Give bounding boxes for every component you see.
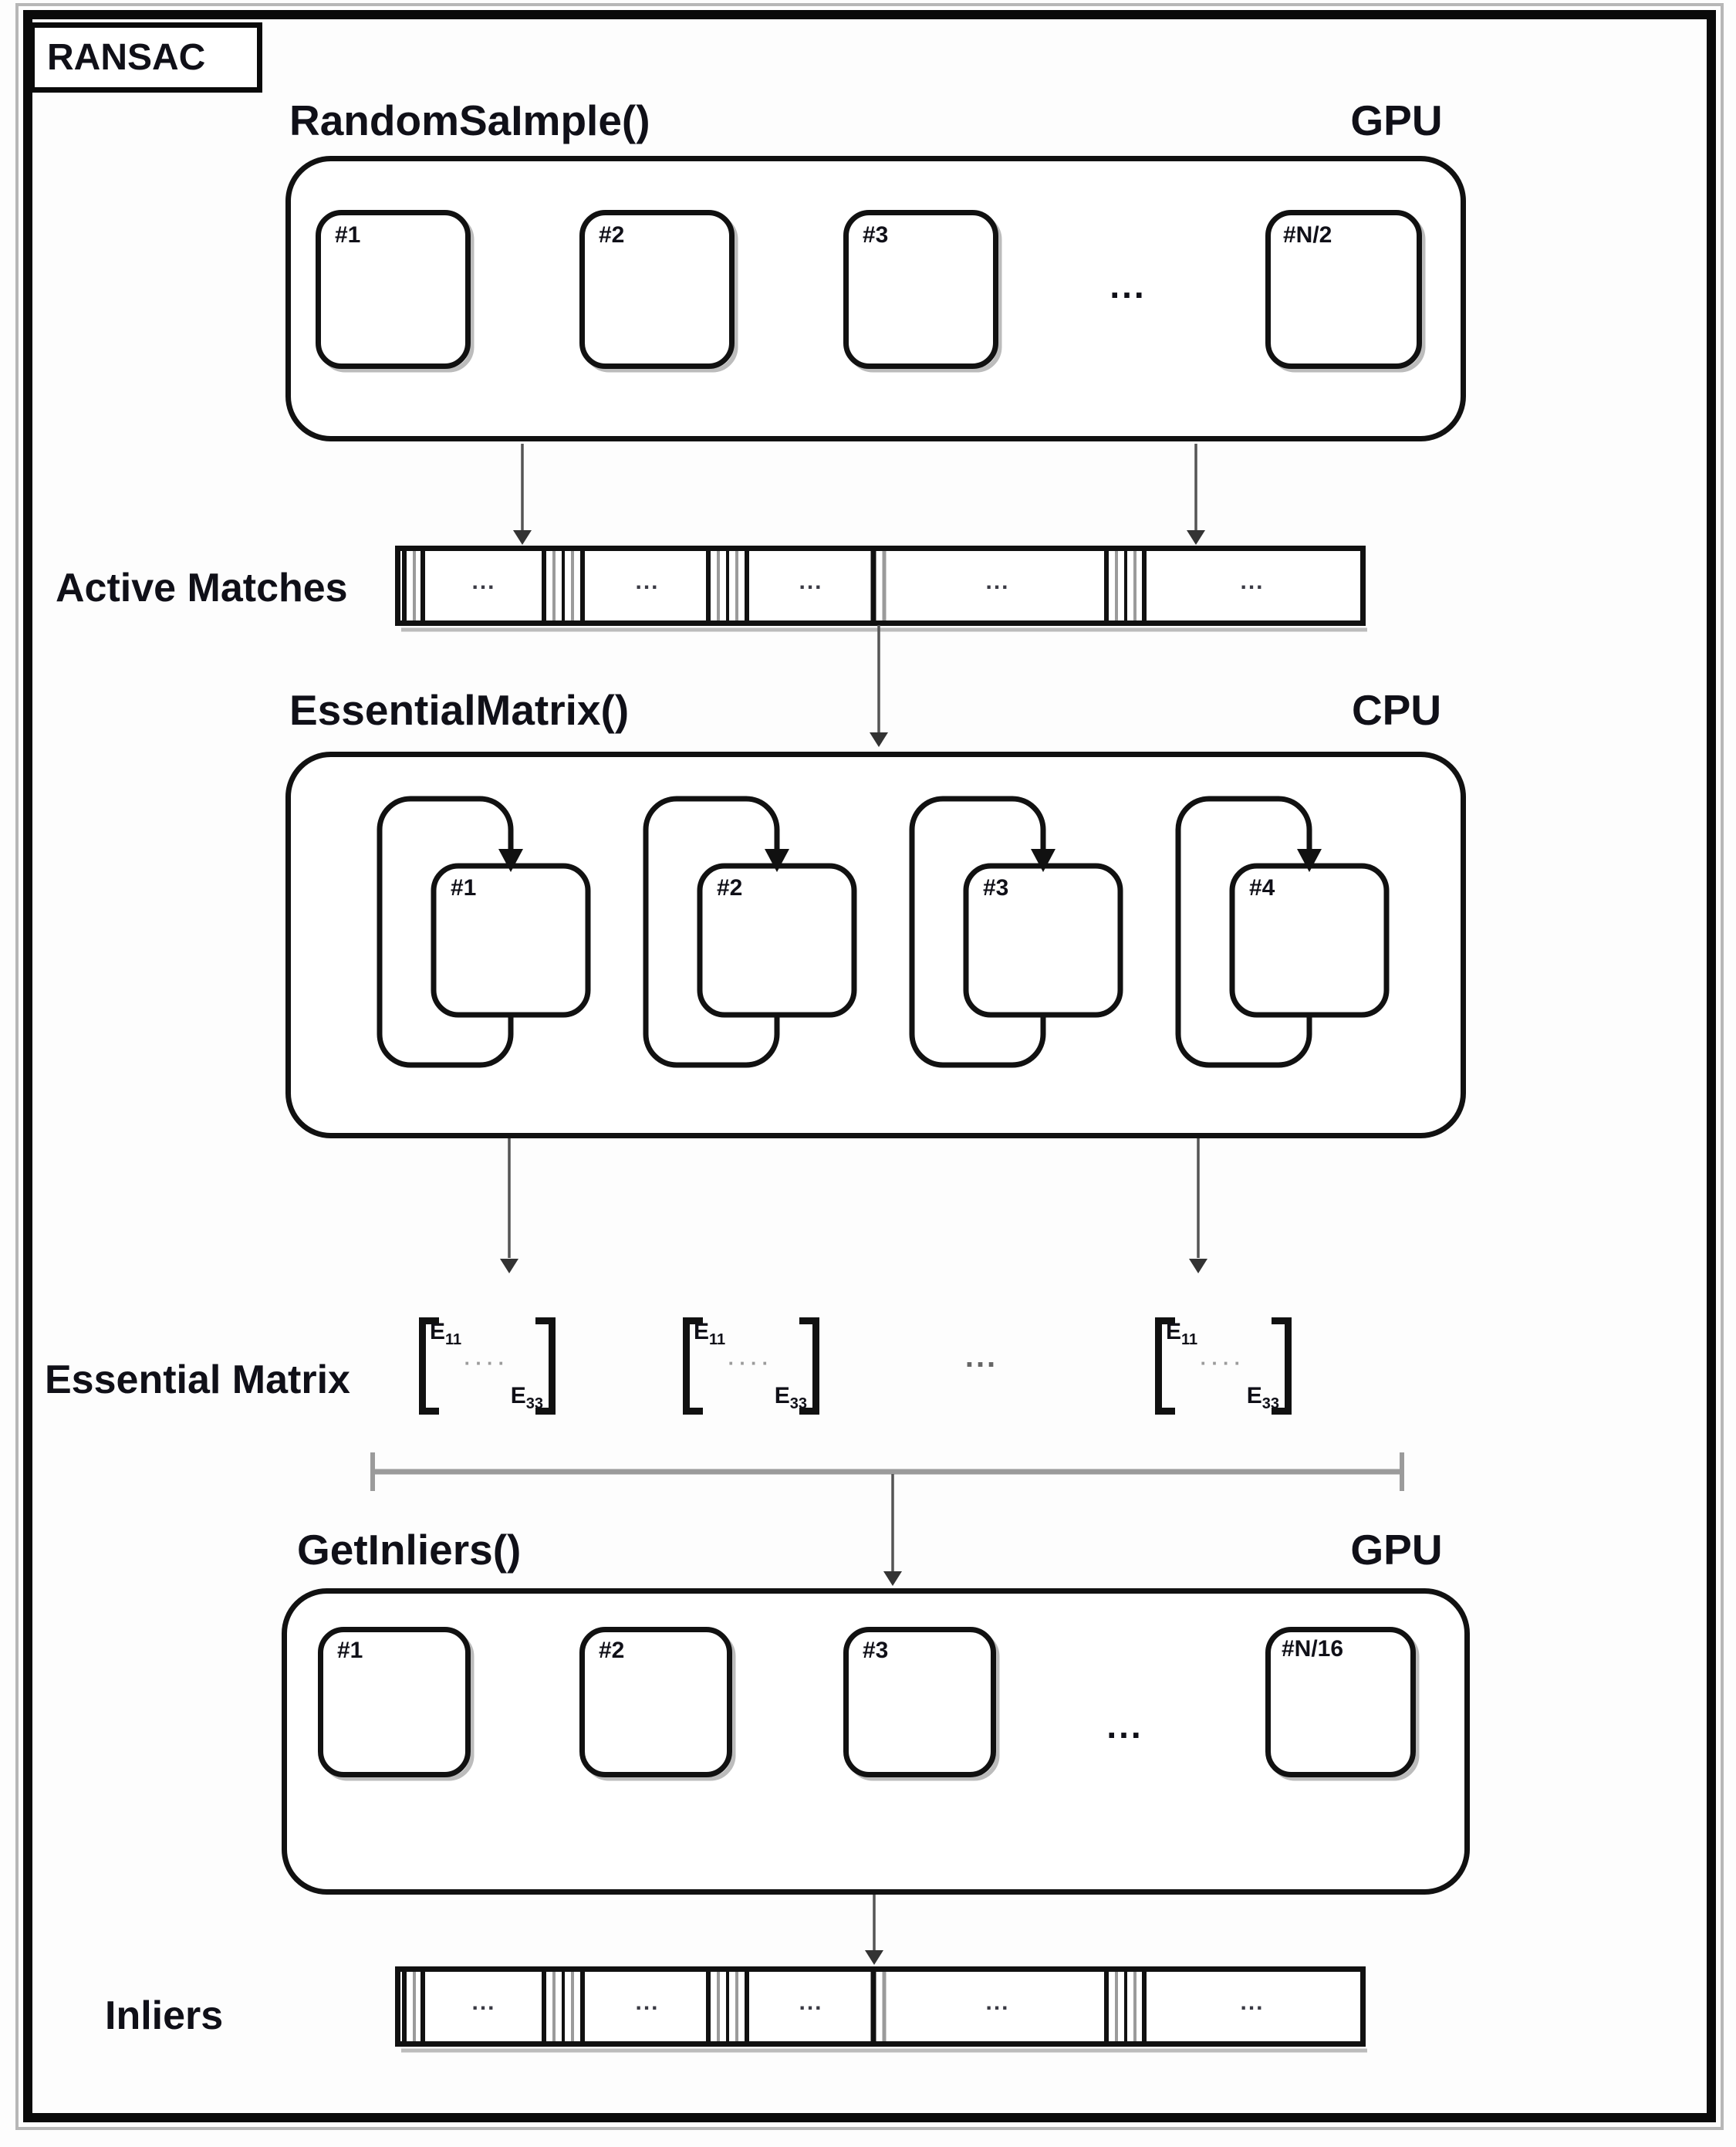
- bracket-right-icon: [799, 1317, 819, 1415]
- bar-cell: ...: [1240, 569, 1265, 594]
- bar-cell: ...: [799, 569, 823, 594]
- loop-label: #2: [717, 875, 743, 901]
- active-matches-label: Active Matches: [56, 566, 348, 610]
- random-sample-proc-label: GPU: [1350, 96, 1443, 144]
- block-3: [843, 210, 998, 369]
- essential-matrix-3: E11 ···· E33: [1155, 1317, 1292, 1415]
- essential-matrix-fn-label: EssentialMatrix(): [289, 686, 630, 734]
- block-1: [318, 1627, 471, 1777]
- essential-frame: [285, 752, 1466, 1138]
- essential-matrix-proc-label: CPU: [1351, 686, 1442, 734]
- bracket-right-icon: [535, 1317, 556, 1415]
- bracket-right-icon: [1272, 1317, 1292, 1415]
- block-label: #2: [599, 1638, 625, 1663]
- loop-label: #3: [983, 875, 1009, 901]
- matrix-entry-top: E11: [430, 1319, 462, 1348]
- arrow-getinliers-to-inliers: [865, 1895, 883, 1965]
- arrows-randomsample-to-matches: [513, 444, 1205, 545]
- bar-cell: ...: [985, 569, 1010, 594]
- active-matches-bar: [395, 546, 1367, 632]
- block-2: [579, 1627, 732, 1777]
- bar-cell: ...: [471, 569, 496, 594]
- essential-matrix-box: [285, 752, 1466, 1138]
- get-inliers-box: [282, 1588, 1470, 1895]
- random-sample-box: [285, 156, 1466, 441]
- matrix-entry-bottom: E33: [1246, 1383, 1279, 1412]
- essential-matrix-row-label: Essential Matrix: [45, 1358, 350, 1402]
- ellipsis: ...: [1106, 1706, 1143, 1746]
- bracket-left-icon: [1155, 1317, 1175, 1415]
- bar-frame: [395, 546, 1366, 626]
- block-label: #N/16: [1282, 1636, 1344, 1662]
- matrix-diagonal-dots: ····: [1200, 1351, 1246, 1374]
- diagram-title-box: RANSAC: [29, 22, 262, 93]
- inliers-label: Inliers: [105, 1993, 224, 2038]
- arrow-matches-to-essential: [870, 625, 888, 747]
- block-label: #2: [599, 222, 625, 248]
- get-inliers-fn-label: GetInliers(): [297, 1526, 522, 1574]
- block-n2: [1265, 210, 1422, 369]
- bar-cell: ...: [471, 1990, 496, 2015]
- matrix-entry-top: E11: [1166, 1319, 1198, 1348]
- block-n16: [1265, 1627, 1416, 1777]
- page-border-outer: [15, 3, 1724, 2130]
- block-label: #1: [337, 1638, 363, 1663]
- random-sample-fn-label: RandomSaImple(): [289, 96, 650, 144]
- block-label: #3: [863, 1638, 889, 1663]
- block-label: #1: [335, 222, 361, 248]
- diagram-title: RANSAC: [47, 37, 206, 78]
- bar-cell: ...: [985, 1990, 1010, 2015]
- loop-label: #4: [1249, 875, 1275, 901]
- block-1: [316, 210, 471, 369]
- block-label: #3: [863, 222, 889, 248]
- inliers-bar: [395, 1966, 1367, 2053]
- ellipsis: ...: [964, 1340, 998, 1374]
- bar-frame: [395, 1966, 1366, 2047]
- bar-cell: ...: [635, 1990, 660, 2015]
- loop-label: #1: [451, 875, 477, 901]
- matrix-diagonal-dots: ····: [728, 1351, 774, 1374]
- arrows-essential-to-matrices: [500, 1138, 1207, 1273]
- essential-matrix-2: E11 ···· E33: [683, 1317, 819, 1415]
- bracket-left-icon: [683, 1317, 703, 1415]
- matrix-gather-line: [370, 1452, 1404, 1586]
- bar-cell: ...: [635, 569, 660, 594]
- essential-matrix-1: E11 ···· E33: [419, 1317, 556, 1415]
- ellipsis: ...: [1109, 265, 1147, 306]
- block-3: [843, 1627, 996, 1777]
- bar-cell: ...: [1240, 1990, 1265, 2015]
- bracket-left-icon: [419, 1317, 439, 1415]
- matrix-entry-bottom: E33: [774, 1383, 807, 1412]
- get-inliers-proc-label: GPU: [1350, 1526, 1443, 1574]
- matrix-diagonal-dots: ····: [464, 1351, 510, 1374]
- bar-cell: ...: [799, 1990, 823, 2015]
- matrix-entry-bottom: E33: [510, 1383, 543, 1412]
- block-2: [579, 210, 735, 369]
- block-label: #N/2: [1283, 222, 1332, 248]
- matrix-entry-top: E11: [694, 1319, 726, 1348]
